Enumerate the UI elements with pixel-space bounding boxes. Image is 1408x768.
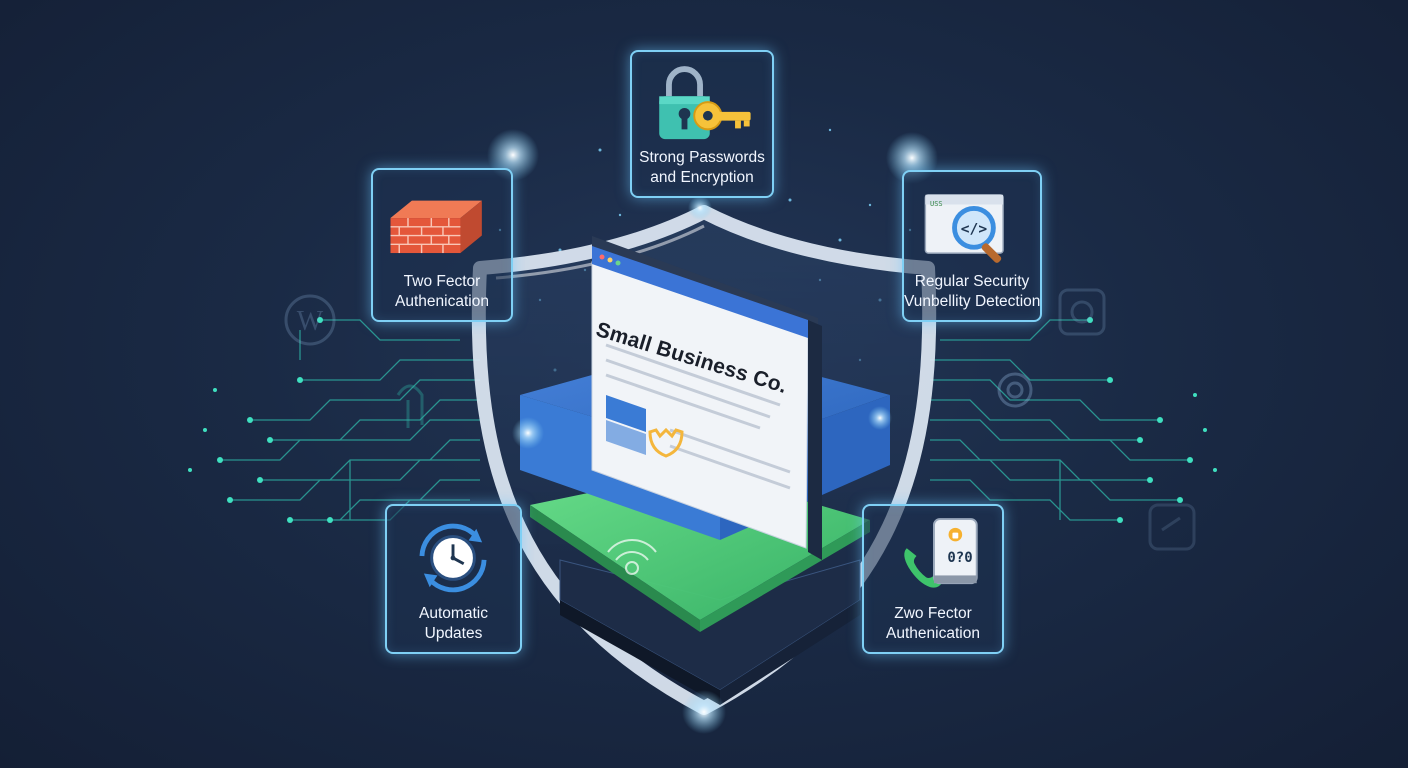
card-firewall-line2: Authenication: [395, 293, 489, 310]
two-factor-icons: [904, 518, 978, 588]
card-strong-passwords: Strong Passwords and Encryption: [630, 50, 774, 198]
padlock-key-icon: [659, 66, 751, 140]
fingerprint-icon: [396, 384, 424, 428]
circuit-nodes-left: [188, 317, 333, 523]
svg-text:</>: </>: [961, 221, 988, 238]
card-security-scan: </> USS Regular Security Vunbellity Dete…: [902, 170, 1042, 322]
card-two-factor-line2: Authenication: [886, 625, 980, 642]
otp-code-display: 0?0: [947, 550, 972, 566]
scan-screen-text: USS: [930, 200, 943, 208]
card-security-line2: Vunbellity Detection: [904, 293, 1041, 310]
signal-icon: [607, 539, 657, 575]
brick-wall-icon: [390, 200, 482, 254]
card-security-line1: Regular Security: [914, 273, 1030, 290]
sparkle-glow: [868, 406, 892, 430]
card-updates-line1: Automatic: [419, 605, 488, 622]
card-firewall: Two Fector Authenication: [371, 168, 513, 322]
circuit-nodes-right: [1087, 317, 1217, 523]
key-icon: [693, 101, 751, 131]
scan-screen-header: USS: [930, 200, 943, 208]
svg-text:W: W: [297, 306, 324, 337]
card-two-factor: 0?0 Zwo Fector Authenication: [862, 504, 1004, 654]
otp-code: 0?0: [947, 550, 972, 566]
gear-icon-right: [1058, 288, 1106, 336]
card-automatic-updates: Automatic Updates: [385, 504, 522, 654]
sparkle-glow: [688, 196, 712, 220]
clock-refresh-icon: [419, 523, 487, 593]
card-strong-passwords-line2: and Encryption: [650, 169, 754, 186]
card-updates-line2: Updates: [424, 625, 483, 642]
wordpress-icon: W: [284, 294, 336, 346]
sparkle-glow: [682, 690, 726, 734]
website-window: [591, 236, 822, 560]
card-strong-passwords-line1: Strong Passwords: [639, 149, 765, 166]
smartphone-icon: [933, 518, 978, 585]
link-icon-right: [1148, 503, 1196, 551]
code-magnifier-icon: </>: [924, 194, 1004, 263]
card-firewall-line1: Two Fector: [403, 273, 481, 290]
target-icon-right: [997, 372, 1033, 408]
card-two-factor-line1: Zwo Fector: [894, 605, 972, 622]
phone-icon: [904, 548, 942, 588]
circuit-lines-right: [930, 319, 1190, 521]
sparkle-glow: [512, 417, 544, 449]
circuit-lines-left: [220, 319, 480, 521]
badge-icon: [648, 427, 684, 458]
